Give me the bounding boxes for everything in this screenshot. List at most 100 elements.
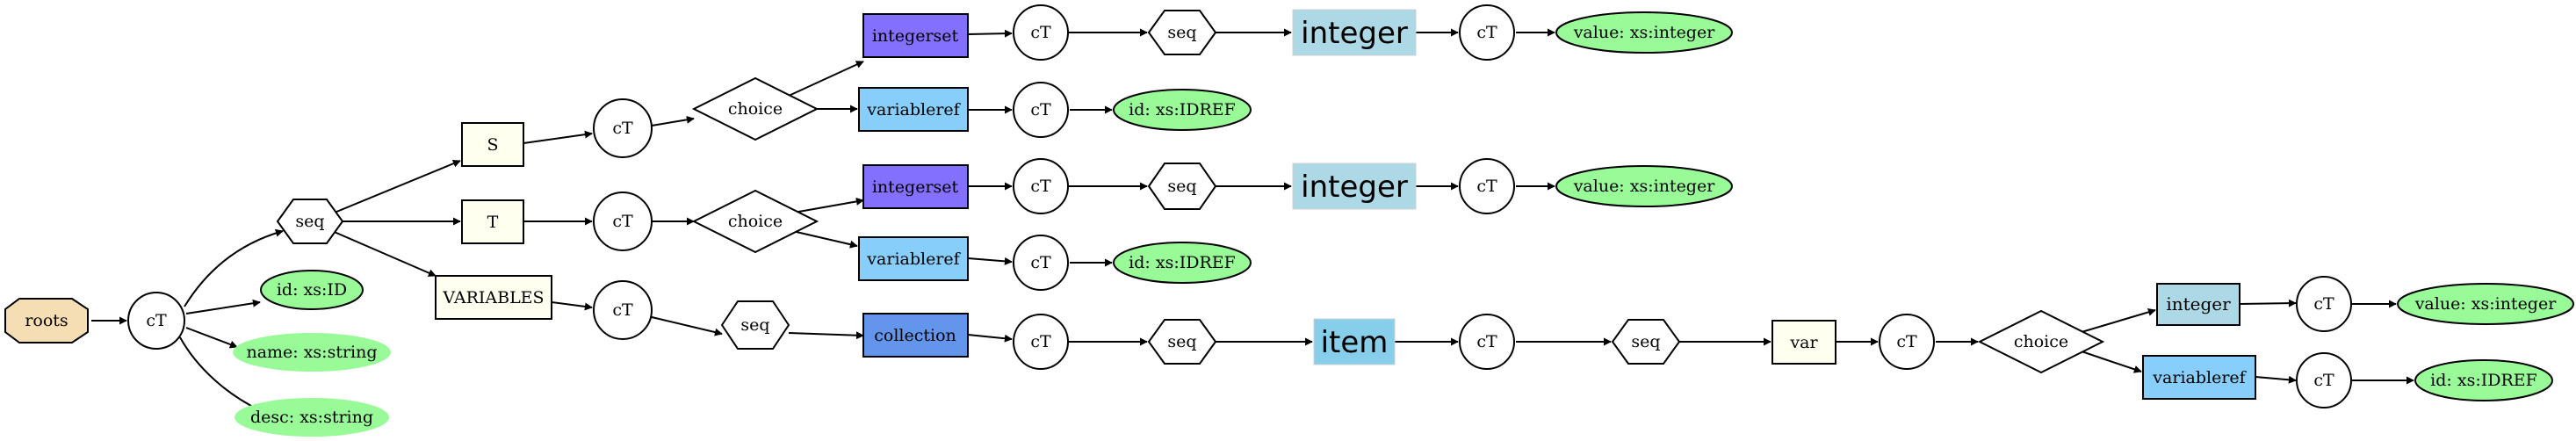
svg-text:seq: seq [1167,177,1196,196]
edge-ct-seq [184,228,284,307]
choice-s-node: choice [691,76,819,141]
edges [91,28,2414,411]
seq-collection-node: seq [1147,319,1217,365]
svg-text:cT: cT [146,311,167,330]
integer-s-node: integer [1292,9,1417,56]
edge-choice-integer-var [2081,307,2156,333]
ct-variableref-s-node: cT [1013,82,1069,138]
seq-root-node: seq [276,199,344,244]
value-var-attribute-node: value: xs:integer [2397,283,2574,325]
svg-text:seq: seq [740,315,769,335]
edge-s-ct [523,130,593,144]
ct-var-node: cT [1879,314,1935,370]
svg-text:cT: cT [1476,23,1497,42]
seq-integerset-s-node: seq [1147,10,1217,55]
integer-t-node: integer [1292,163,1417,210]
edge-integerset-ct-s [967,29,1013,38]
svg-text:variableref: variableref [866,100,961,119]
svg-text:cT: cT [1896,332,1917,351]
svg-text:VARIABLES: VARIABLES [442,288,544,307]
edge-variableref-ct-t [967,257,1013,265]
ct-root-node: cT [127,292,185,350]
svg-text:variableref: variableref [2152,368,2247,387]
svg-text:collection: collection [874,326,956,345]
svg-text:id: xs:ID: id: xs:ID [277,280,347,300]
svg-text:seq: seq [1167,332,1196,351]
integer-var-node: integer [2156,283,2240,326]
edge-integer-ct-var [2239,299,2297,307]
seq-item-node: seq [1611,319,1681,365]
seq-variables-node: seq [720,300,790,350]
ct-item-node: cT [1459,314,1515,370]
edge-variableref-ct-var [2255,375,2297,384]
edge-seq-variables [329,229,437,277]
svg-text:cT: cT [612,300,633,320]
ct-variableref-var-node: cT [2296,352,2352,408]
seq-integerset-t-node: seq [1147,163,1217,210]
integerset-t-node: integerset [862,164,969,209]
id-attribute-node: id: xs:ID [260,270,364,310]
svg-text:integerset: integerset [872,177,959,197]
svg-text:integer: integer [1301,16,1408,51]
svg-text:cT: cT [1476,177,1497,196]
svg-text:seq: seq [1167,23,1196,42]
s-element-node: S [461,122,524,167]
edge-choice-variableref-t [788,229,858,249]
svg-text:T: T [487,213,499,232]
value-s-attribute-node: value: xs:integer [1555,11,1733,54]
edge-ct-choice-s [651,115,695,127]
edge-choice-integerset-t [788,197,864,214]
edge-collection-ct [967,334,1013,343]
svg-text:cT: cT [612,119,633,138]
choice-t-node: choice [691,189,819,254]
ct-integer-t-node: cT [1459,158,1515,214]
svg-text:cT: cT [1030,177,1051,196]
t-element-node: T [461,199,524,244]
edge-choice-variableref-var [2081,351,2142,373]
ct-s-node: cT [593,98,653,158]
svg-text:id: xs:IDREF: id: xs:IDREF [1129,100,1236,119]
svg-text:cT: cT [1030,332,1051,351]
svg-text:id: xs:IDREF: id: xs:IDREF [2430,371,2537,390]
svg-text:integer: integer [2166,293,2231,314]
svg-text:cT: cT [1030,100,1051,119]
svg-text:cT: cT [1030,253,1051,272]
svg-text:id: xs:IDREF: id: xs:IDREF [1129,253,1236,272]
edge-vars-ct [551,301,593,311]
idref-s-attribute-node: id: xs:IDREF [1113,89,1252,131]
edge-ct-id [185,299,261,314]
ct-t-node: cT [593,192,653,251]
svg-text:desc: xs:string: desc: xs:string [250,408,373,427]
ct-variables-node: cT [593,280,653,340]
edge-ct-seq-vars [651,316,723,336]
idref-t-attribute-node: id: xs:IDREF [1113,242,1252,284]
svg-text:variableref: variableref [866,249,961,269]
svg-text:item: item [1321,325,1389,360]
svg-text:roots: roots [25,311,68,330]
edge-seq-s [329,159,461,215]
ct-collection-node: cT [1013,314,1069,370]
svg-text:cT: cT [2313,371,2334,390]
svg-text:var: var [1789,333,1818,352]
variableref-t-node: variableref [858,236,969,281]
svg-text:integerset: integerset [872,26,959,46]
svg-text:value: xs:integer: value: xs:integer [1573,23,1716,42]
value-t-attribute-node: value: xs:integer [1555,165,1733,207]
svg-text:value: xs:integer: value: xs:integer [1573,177,1716,196]
svg-text:cT: cT [612,212,633,231]
variables-element-node: VARIABLES [435,275,552,320]
ct-integer-s-node: cT [1459,4,1515,61]
roots-node: roots [4,298,89,343]
ct-variableref-t-node: cT [1013,235,1069,291]
idref-var-attribute-node: id: xs:IDREF [2414,359,2553,401]
svg-text:name: xs:string: name: xs:string [246,343,377,362]
svg-text:S: S [487,135,498,155]
svg-text:cT: cT [1030,23,1051,42]
edge-choice-integerset-s [788,61,864,97]
desc-attribute-node: desc: xs:string [235,398,389,437]
ct-integerset-s-node: cT [1013,4,1069,61]
item-node: item [1313,318,1396,365]
edge-ct-name [185,327,238,349]
choice-var-node: choice [1977,309,2105,374]
